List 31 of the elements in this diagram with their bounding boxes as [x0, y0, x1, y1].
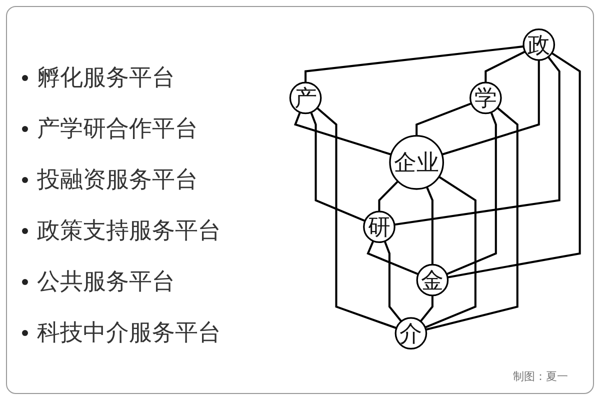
- connector-line: [294, 112, 392, 156]
- connector-line: [424, 176, 476, 328]
- bullet-text: 产学研合作平台: [37, 115, 198, 143]
- connector-line: [304, 45, 524, 83]
- connector-line: [366, 240, 419, 276]
- circle-node: 企业: [389, 134, 444, 190]
- connector-line: [484, 50, 526, 83]
- connector-line: [446, 112, 497, 276]
- circle-node: 学: [470, 82, 502, 114]
- connector-line: [447, 52, 581, 278]
- bullet-text: 孵化服务平台: [37, 64, 175, 92]
- bullet-text: 公共服务平台: [37, 268, 175, 296]
- caption: 制图：夏一: [513, 370, 568, 384]
- connector-line: [316, 107, 397, 330]
- connector-line: [426, 186, 434, 265]
- circle-node: 政: [522, 28, 556, 61]
- connector-line: [394, 56, 560, 226]
- circle-node: 介: [394, 317, 428, 350]
- connector-line: [416, 102, 472, 136]
- connector-line: [384, 240, 402, 322]
- circle-node: 金: [416, 264, 449, 296]
- circle-node: 产: [289, 82, 322, 114]
- bullet-text: 科技中介服务平台: [37, 319, 221, 347]
- circle-node: 研: [363, 210, 396, 244]
- bullet-text: 政策支持服务平台: [37, 217, 221, 245]
- connector-line: [426, 107, 518, 331]
- connector-line: [310, 112, 366, 222]
- bullet-text: 投融资服务平台: [37, 166, 198, 194]
- connector-line: [442, 60, 540, 156]
- connector-line: [378, 180, 399, 212]
- connector-line: [420, 295, 434, 322]
